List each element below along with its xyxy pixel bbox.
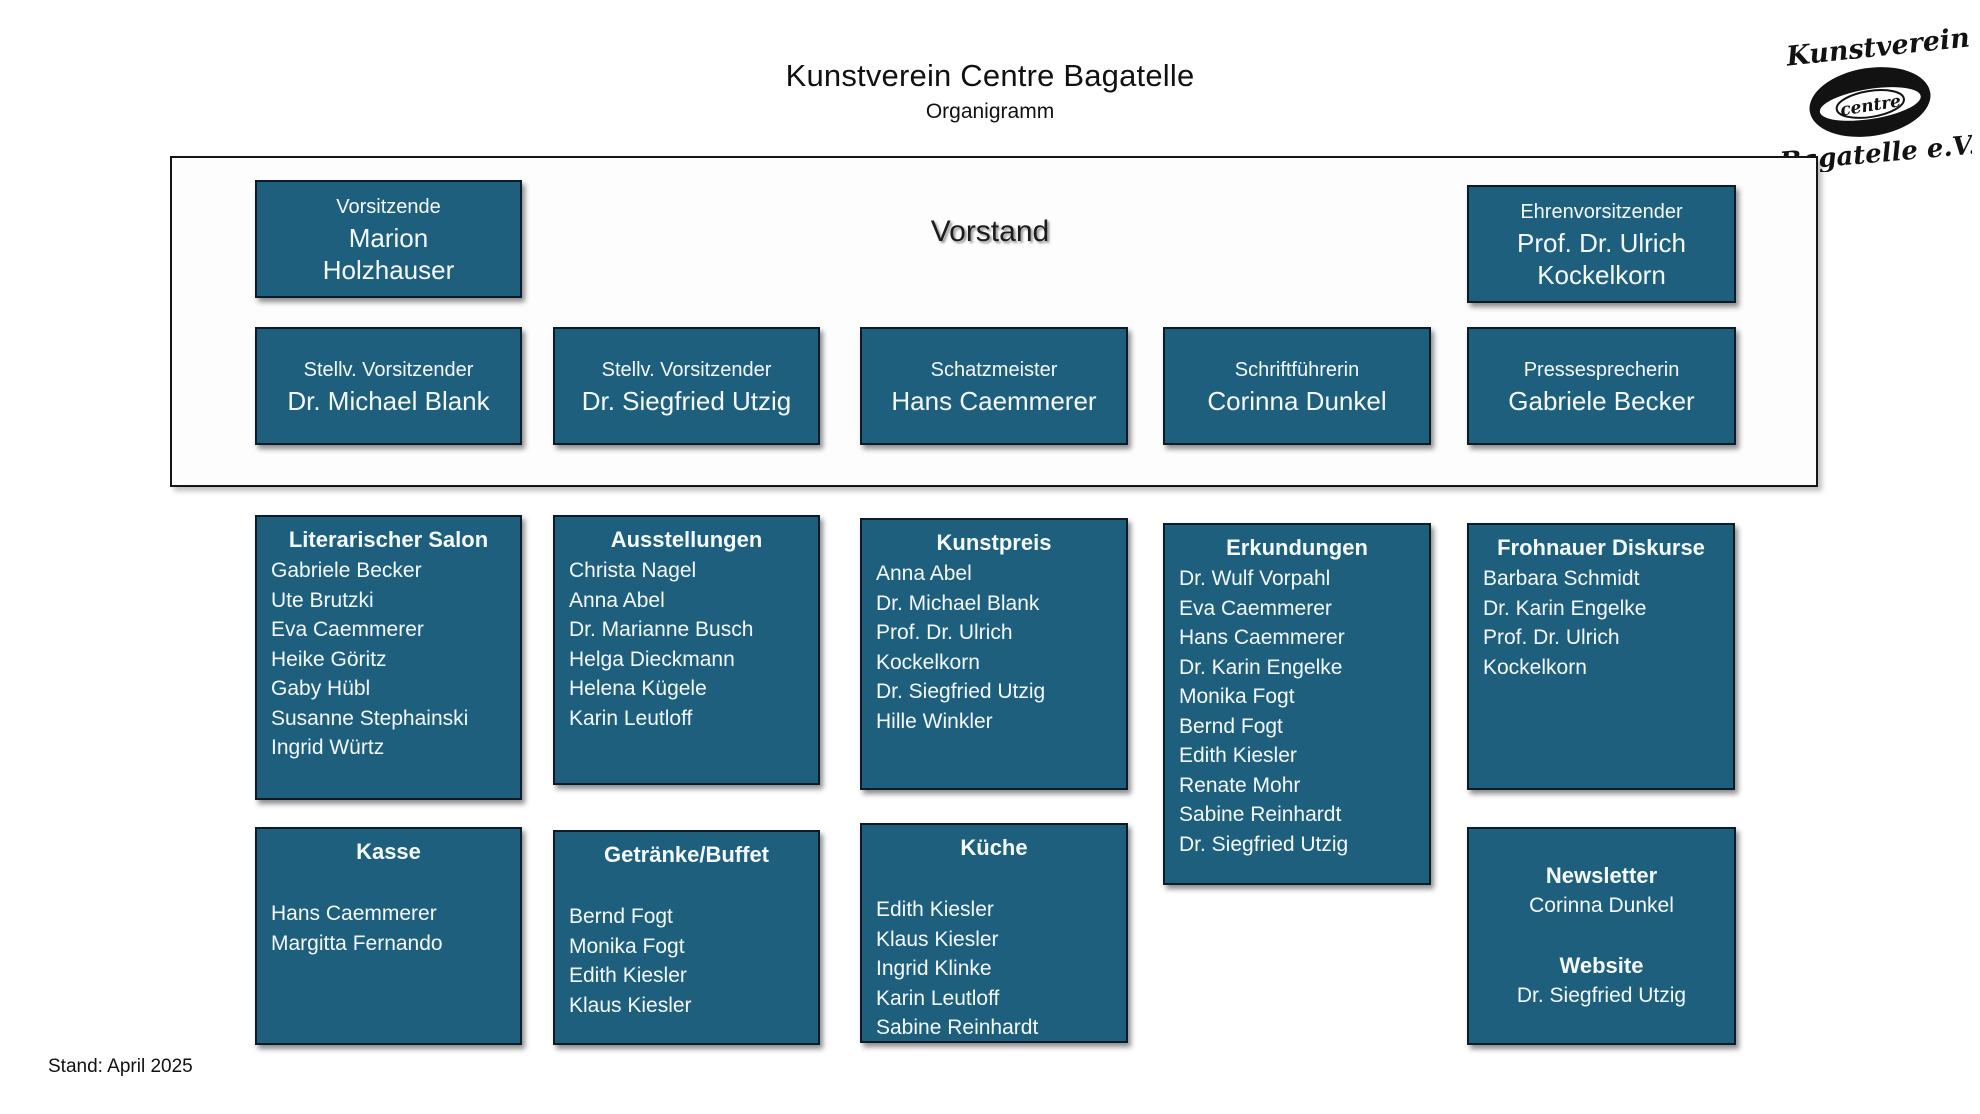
member-name: Anna Abel — [876, 562, 972, 585]
member-name: Margitta Fernando — [271, 931, 443, 955]
committee-title: Frohnauer Diskurse — [1497, 535, 1705, 560]
officer-name: Prof. Dr. Ulrich Kockelkorn — [1516, 228, 1687, 290]
member-name: Hans Caemmerer — [271, 902, 437, 925]
officer-role: Vorsitzende — [336, 196, 441, 218]
officer-role: Pressesprecherin — [1523, 359, 1680, 381]
officer-name: Marion Holzhauser — [322, 223, 455, 285]
member-name: Gabriele Becker — [271, 559, 422, 582]
vorstand-box-schatzmeister: Schatzmeister Hans Caemmerer — [860, 327, 1128, 445]
website-name: Dr. Siegfried Utzig — [1516, 984, 1687, 1007]
newsletter-name: Corinna Dunkel — [1529, 894, 1674, 917]
member-name: Dr. Siegfried Utzig — [1179, 832, 1349, 856]
newsletter-title: Newsletter — [1545, 863, 1658, 888]
member-name: Dr. Karin Engelke — [1483, 596, 1647, 620]
member-name: Dr. Siegfried Utzig — [876, 680, 1046, 703]
officer-name: Hans Caemmerer — [891, 386, 1097, 416]
member-name: Dr. Karin Engelke — [1179, 655, 1343, 679]
member-name: Monika Fogt — [1179, 685, 1295, 708]
officer-role: Stellv. Vorsitzender — [303, 359, 474, 381]
member-name: Edith Kiesler — [1179, 744, 1297, 767]
member-name: Barbara Schmidt — [1483, 567, 1640, 590]
officer-name: Dr. Siegfried Utzig — [581, 386, 792, 416]
member-name: Heike Göritz — [271, 647, 387, 671]
committee-box-newsletter-website: Newsletter Corinna Dunkel Website Dr. Si… — [1467, 827, 1736, 1045]
member-name: Klaus Kiesler — [569, 993, 692, 1017]
kunstverein-logo: Kunstverein centre Bagatelle e.V. — [1782, 23, 1972, 172]
member-name: Ingrid Würtz — [271, 736, 385, 759]
member-name: Eva Caemmerer — [1179, 596, 1332, 620]
officer-name: Dr. Michael Blank — [287, 386, 490, 416]
member-name: Edith Kiesler — [876, 898, 994, 921]
logo-eye-shape: centre — [1809, 67, 1931, 137]
member-name: Hille Winkler — [876, 709, 993, 733]
member-name: Anna Abel — [569, 588, 665, 612]
member-name: Prof. Dr. Ulrich Kockelkorn — [876, 621, 1013, 674]
committee-title: Kunstpreis — [936, 530, 1052, 555]
member-name: Renate Mohr — [1179, 773, 1301, 797]
officer-role: Ehrenvorsitzender — [1520, 201, 1683, 223]
stand-date-label: Stand: April 2025 — [48, 1056, 193, 1077]
vorstand-box-stellv-vorsitzender-1: Stellv. Vorsitzender Dr. Michael Blank — [255, 327, 522, 445]
member-name: Helga Dieckmann — [569, 647, 735, 671]
vorstand-box-vorsitzende: Vorsitzende Marion Holzhauser — [255, 180, 522, 298]
committee-title: Kasse — [356, 839, 421, 864]
member-name: Hans Caemmerer — [1179, 626, 1345, 649]
vorstand-box-schriftfuehrerin: Schriftführerin Corinna Dunkel — [1163, 327, 1431, 445]
member-name: Karin Leutloff — [876, 986, 1000, 1010]
page-title: Kunstverein Centre Bagatelle — [785, 58, 1195, 93]
committee-title: Ausstellungen — [610, 527, 763, 552]
officer-role: Schriftführerin — [1234, 359, 1360, 381]
page-subtitle: Organigramm — [925, 100, 1055, 123]
member-name: Dr. Michael Blank — [876, 591, 1040, 615]
member-name: Ingrid Klinke — [876, 957, 992, 980]
member-name: Ute Brutzki — [271, 588, 374, 612]
member-name: Sabine Reinhardt — [1179, 803, 1342, 826]
member-name: Gaby Hübl — [271, 677, 371, 700]
member-name: Bernd Fogt — [569, 905, 673, 928]
vorstand-heading: Vorstand — [930, 215, 1050, 248]
committee-title: Küche — [960, 835, 1028, 860]
member-name: Dr. Marianne Busch — [569, 618, 754, 641]
officer-name: Corinna Dunkel — [1207, 386, 1387, 416]
member-name: Helena Kügele — [569, 677, 707, 700]
officer-role: Schatzmeister — [930, 359, 1058, 381]
committee-title: Literarischer Salon — [288, 527, 489, 552]
member-name: Dr. Wulf Vorpahl — [1179, 567, 1331, 590]
member-name: Christa Nagel — [569, 559, 697, 582]
member-name: Susanne Stephainski — [271, 706, 469, 730]
member-name: Klaus Kiesler — [876, 927, 999, 951]
member-name: Eva Caemmerer — [271, 618, 424, 641]
member-name: Bernd Fogt — [1179, 714, 1283, 738]
vorstand-box-ehrenvorsitzender: Ehrenvorsitzender Prof. Dr. Ulrich Kocke… — [1467, 185, 1736, 303]
website-title: Website — [1559, 953, 1644, 978]
member-name: Sabine Reinhardt — [876, 1016, 1039, 1039]
vorstand-box-stellv-vorsitzender-2: Stellv. Vorsitzender Dr. Siegfried Utzig — [553, 327, 820, 445]
vorstand-box-pressesprecherin: Pressesprecherin Gabriele Becker — [1467, 327, 1736, 445]
committee-title: Erkundungen — [1226, 535, 1368, 560]
member-name: Karin Leutloff — [569, 706, 693, 730]
member-name: Edith Kiesler — [569, 964, 687, 987]
member-name: Monika Fogt — [569, 934, 685, 958]
committee-title: Getränke/Buffet — [603, 842, 770, 867]
logo-text-kunstverein: Kunstverein — [1784, 23, 1971, 73]
officer-role: Stellv. Vorsitzender — [601, 359, 772, 381]
officer-name: Gabriele Becker — [1508, 386, 1695, 416]
member-name: Prof. Dr. Ulrich Kockelkorn — [1483, 626, 1620, 679]
